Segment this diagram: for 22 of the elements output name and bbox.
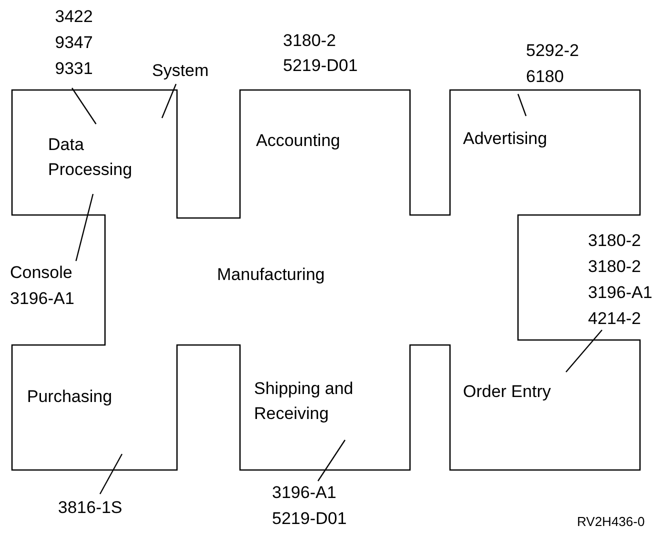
area-label: Data Processing [48, 134, 134, 181]
figure-id: RV2H436-0 [577, 513, 646, 531]
device-label: 3816-1S [58, 497, 124, 519]
area-label: Purchasing [27, 386, 114, 408]
device-label: 3196-A1 5219-D01 [272, 482, 348, 530]
area-label: Order Entry [463, 381, 552, 403]
area-label: Advertising [463, 128, 548, 150]
device-label: Console 3196-A1 [10, 262, 76, 310]
leader-line [566, 330, 602, 372]
device-list: 3180-2 5219-D01 [283, 28, 363, 78]
leader-line [99, 454, 123, 494]
device-label: 3180-2 3180-2 3196-A1 4214-2 [588, 230, 654, 330]
area-label: Accounting [256, 130, 342, 152]
leader-line [72, 88, 96, 124]
leader-line [75, 194, 94, 262]
device-label: System [152, 60, 210, 82]
device-label: 5292-2 6180 [526, 40, 580, 88]
area-label: Shipping and Receiving [254, 378, 354, 425]
leader-line [318, 440, 346, 482]
leader-line [517, 94, 527, 116]
area-label: Manufacturing [217, 264, 326, 286]
device-label: 3422 9347 9331 [55, 6, 94, 80]
